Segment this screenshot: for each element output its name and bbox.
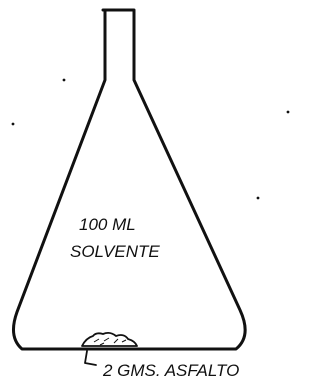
asphalt-sediment	[81, 331, 138, 347]
sediment-texture	[93, 337, 127, 346]
volume-label: 100 ML	[79, 215, 136, 234]
flask-outline	[11, 8, 247, 351]
scan-specks	[11, 78, 290, 200]
sediment-label: 2 GMS. ASFALTO	[102, 361, 239, 380]
solvent-label: SOLVENTE	[70, 242, 160, 261]
sediment-pointer	[84, 350, 97, 366]
